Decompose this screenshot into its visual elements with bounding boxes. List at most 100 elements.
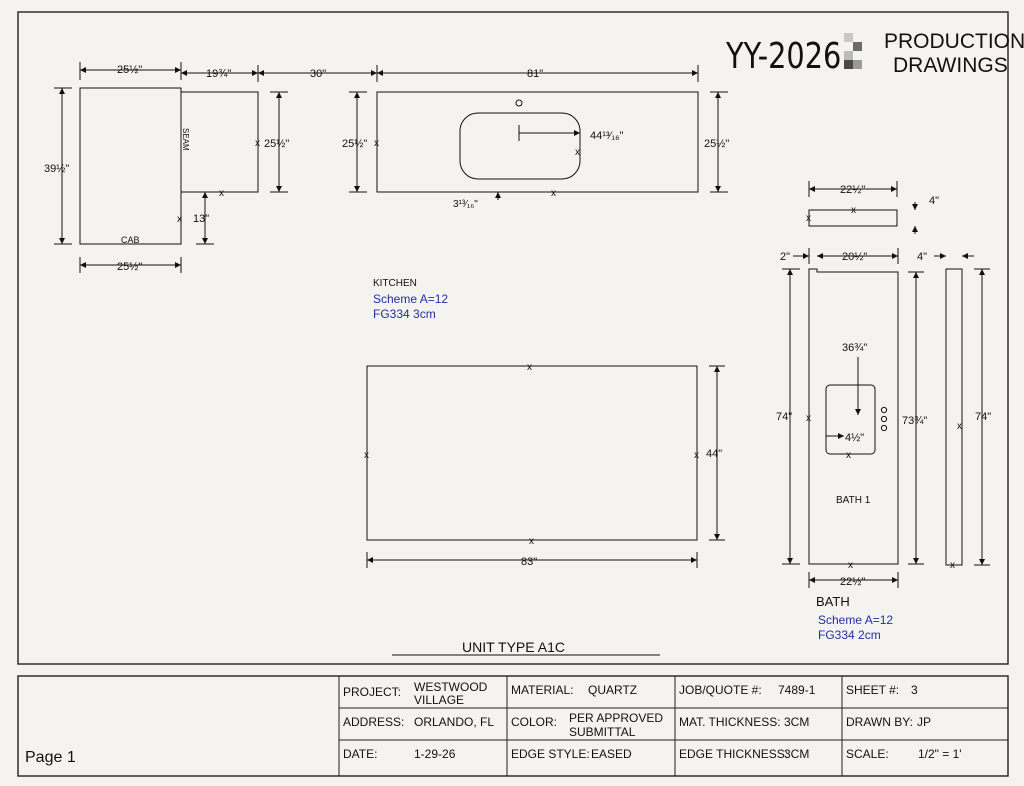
brand-logo-icon bbox=[844, 33, 862, 69]
drawing-code: YY-2026 bbox=[725, 35, 841, 77]
bath-backsplash bbox=[808, 209, 898, 227]
dim-gap: 30" bbox=[310, 68, 326, 80]
dim-bath-sink-from-top: 36¾" bbox=[842, 342, 867, 354]
countertop-piece-2 bbox=[181, 91, 259, 193]
countertop-piece-1 bbox=[79, 87, 182, 245]
kitchen-scheme: Scheme A=12 bbox=[373, 292, 448, 306]
bath-side-splash bbox=[945, 268, 963, 566]
unit-type-title: UNIT TYPE A1C bbox=[462, 639, 565, 655]
svg-text:x: x bbox=[806, 413, 811, 424]
svg-text:x: x bbox=[255, 138, 260, 149]
label-cab: CAB bbox=[121, 235, 140, 245]
bath-material: FG334 2cm bbox=[818, 628, 881, 642]
title-block-border bbox=[17, 675, 1009, 777]
svg-text:x: x bbox=[551, 188, 556, 199]
svg-text:x: x bbox=[529, 536, 534, 547]
material-label: MATERIAL: bbox=[511, 683, 573, 697]
dim-piece3-right: 25½" bbox=[704, 138, 729, 150]
kitchen-layout bbox=[54, 62, 728, 568]
svg-text:x: x bbox=[851, 205, 856, 216]
dim-bath-splash-height: 4" bbox=[929, 195, 939, 207]
dim-piece2-depth: 25½" bbox=[264, 138, 289, 150]
kitchen-label: KITCHEN bbox=[373, 278, 417, 289]
bath-room-label: BATH 1 bbox=[836, 495, 871, 506]
scale-value: 1/2" = 1' bbox=[918, 747, 962, 761]
svg-text:x: x bbox=[374, 138, 379, 149]
countertop-piece-3 bbox=[376, 91, 699, 193]
dim-sink-center: 44¹³⁄₁₆" bbox=[590, 130, 624, 142]
edge-thickness-value: 3CM bbox=[784, 747, 809, 761]
bath-label: BATH bbox=[816, 594, 850, 609]
dim-island-depth: 44" bbox=[706, 448, 722, 460]
dim-bath-sink-setback: 4½" bbox=[845, 432, 864, 444]
svg-text:x: x bbox=[957, 421, 962, 432]
dim-piece2-top: 19¾" bbox=[206, 68, 231, 80]
dim-bath-left-length: 74" bbox=[776, 411, 792, 423]
dim-seam-offset: 13" bbox=[193, 213, 209, 225]
page-label: Page 1 bbox=[25, 749, 76, 766]
color-value-line2: SUBMITTAL bbox=[569, 725, 636, 739]
dim-piece3-top: 81" bbox=[527, 68, 543, 80]
svg-text:x: x bbox=[846, 450, 851, 461]
edge-style-value: EASED bbox=[591, 747, 632, 761]
date-value: 1-29-26 bbox=[414, 747, 456, 761]
mat-thickness-value: 3CM bbox=[784, 715, 809, 729]
kitchen-sink-cutout bbox=[459, 112, 581, 180]
color-label: COLOR: bbox=[511, 715, 557, 729]
color-value-line1: PER APPROVED bbox=[569, 711, 663, 725]
header-title-line1: PRODUCTION bbox=[884, 30, 1024, 53]
label-seam: SEAM bbox=[181, 128, 190, 151]
kitchen-seam-marks: x x x x x x x x x x bbox=[177, 138, 699, 547]
bath-sink-cutout bbox=[825, 384, 876, 455]
project-value-line2: VILLAGE bbox=[414, 693, 464, 707]
faucet-hole-icon bbox=[515, 99, 523, 107]
scale-label: SCALE: bbox=[846, 747, 889, 761]
dim-piece1-top: 25½" bbox=[117, 64, 142, 76]
edge-style-label: EDGE STYLE: bbox=[511, 747, 590, 761]
island-countertop bbox=[366, 365, 698, 541]
svg-text:x: x bbox=[694, 450, 699, 461]
dim-bath-side-splash-width: 4" bbox=[917, 251, 927, 263]
svg-text:x: x bbox=[219, 188, 224, 199]
sheet-value: 3 bbox=[911, 683, 918, 697]
bath-seam-marks: x x x x x x x bbox=[806, 205, 962, 571]
svg-text:x: x bbox=[527, 362, 532, 373]
job-quote-value: 7489-1 bbox=[778, 683, 816, 697]
sheet-label: SHEET #: bbox=[846, 683, 899, 697]
dim-sink-setback: 3¹³⁄₁₆" bbox=[453, 199, 478, 210]
faucet-hole-icon bbox=[880, 415, 888, 423]
mat-thickness-label: MAT. THICKNESS: bbox=[679, 715, 781, 729]
svg-text:x: x bbox=[950, 560, 955, 571]
bath-layout bbox=[782, 181, 990, 588]
dim-bath-side-length: 74" bbox=[975, 411, 991, 423]
material-value: QUARTZ bbox=[588, 683, 637, 697]
bath-scheme: Scheme A=12 bbox=[818, 613, 893, 627]
address-label: ADDRESS: bbox=[343, 715, 404, 729]
dim-piece1-bottom: 25½" bbox=[117, 261, 142, 273]
dim-bath-top-width: 20½" bbox=[842, 251, 867, 263]
dim-piece3-left: 25½" bbox=[342, 138, 367, 150]
dim-bath-right-length: 73¾" bbox=[902, 415, 927, 427]
svg-text:x: x bbox=[364, 450, 369, 461]
drawn-by-value: JP bbox=[917, 715, 931, 729]
dim-bath-splash-width: 22½" bbox=[840, 184, 865, 196]
bath-vanity-top bbox=[808, 268, 899, 565]
header-title-line2: DRAWINGS bbox=[893, 54, 1008, 77]
project-label: PROJECT: bbox=[343, 685, 401, 699]
address-value: ORLANDO, FL bbox=[414, 715, 494, 729]
svg-text:x: x bbox=[575, 147, 580, 158]
date-label: DATE: bbox=[343, 747, 377, 761]
drawn-by-label: DRAWN BY: bbox=[846, 715, 913, 729]
project-value-line1: WESTWOOD bbox=[414, 680, 488, 694]
svg-text:x: x bbox=[806, 213, 811, 224]
kitchen-material: FG334 3cm bbox=[373, 307, 436, 321]
dim-bath-left-return: 2" bbox=[780, 251, 790, 263]
svg-text:x: x bbox=[177, 214, 182, 225]
dim-island-width: 83" bbox=[521, 556, 537, 568]
drawing-border bbox=[17, 11, 1009, 665]
svg-text:x: x bbox=[848, 560, 853, 571]
dim-piece1-height: 39½" bbox=[44, 163, 69, 175]
title-block-grid bbox=[338, 676, 1008, 776]
faucet-hole-icon bbox=[880, 424, 888, 432]
